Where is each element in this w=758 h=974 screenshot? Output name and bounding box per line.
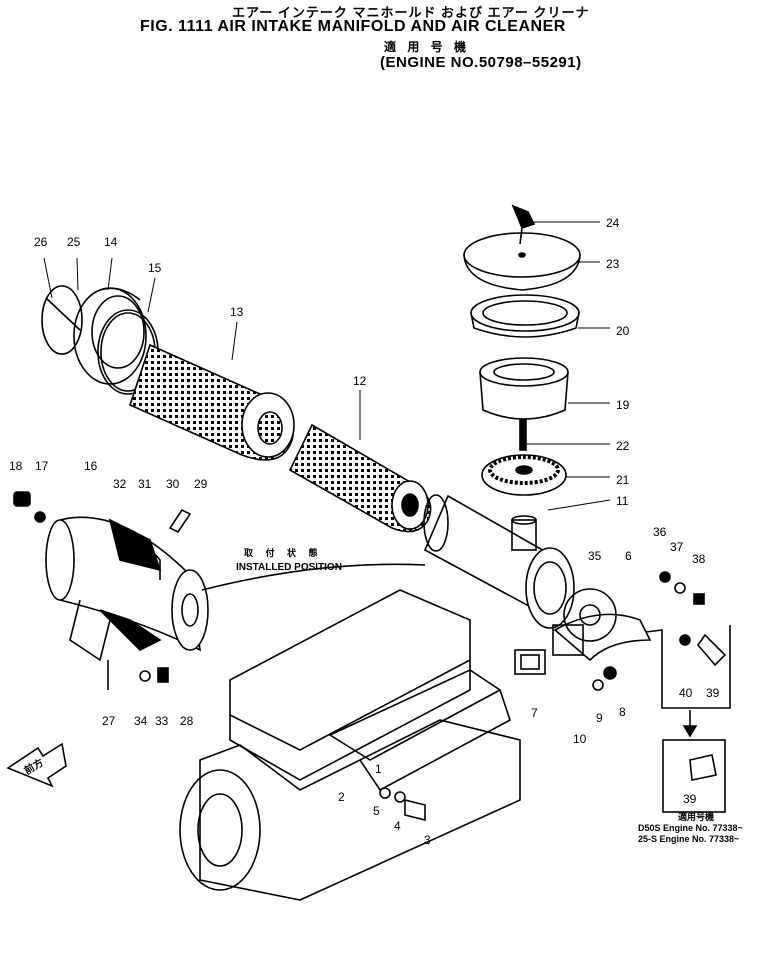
callout-13: 13 <box>230 305 244 319</box>
callout-36: 36 <box>653 525 667 539</box>
installed-position-jp: 取 付 状 態 <box>244 547 323 558</box>
outer-element-part <box>129 343 295 461</box>
installed-position-label: INSTALLED POSITION <box>236 562 342 573</box>
cap-screw-part <box>13 491 31 507</box>
cap-gasket-part <box>470 294 580 338</box>
vane-ring-part <box>481 454 567 496</box>
callout-33: 33 <box>155 714 169 728</box>
callout-4: 4 <box>394 819 401 833</box>
callout-9: 9 <box>596 711 603 725</box>
callout-2: 2 <box>338 790 345 804</box>
callout-1: 1 <box>375 762 382 776</box>
callout-7: 7 <box>531 706 538 720</box>
installed-position-leader <box>201 563 426 591</box>
callout-10: 10 <box>573 732 587 746</box>
callout-25: 25 <box>67 235 81 249</box>
bolt-part <box>168 508 192 534</box>
callout-12: 12 <box>353 374 367 388</box>
callout-26: 26 <box>34 235 48 249</box>
callout-16: 16 <box>84 459 98 473</box>
callout-27: 27 <box>102 714 116 728</box>
callout-24: 24 <box>606 216 620 230</box>
callout-8: 8 <box>619 705 626 719</box>
callout-32: 32 <box>113 477 127 491</box>
japanese-applicability-label: 適 用 号 機 <box>384 40 471 54</box>
callout-19: 19 <box>616 398 630 412</box>
callout-34: 34 <box>134 714 148 728</box>
front-arrow-icon <box>6 742 67 788</box>
mounting-bolt-part <box>139 667 169 683</box>
flange-gasket-part <box>563 588 617 642</box>
figure-title: FIG. 1111 AIR INTAKE MANIFOLD AND AIR CL… <box>140 18 566 35</box>
wing-nut-part <box>511 204 536 245</box>
callout-40: 40 <box>679 686 693 700</box>
dust-bowl-part <box>479 357 569 420</box>
applicability-line-1: D50S Engine No. 77338~ <box>638 823 743 833</box>
intake-manifold-part <box>328 669 511 792</box>
callout-31: 31 <box>138 477 152 491</box>
stud-part <box>519 419 527 451</box>
installed-air-cleaner <box>423 494 575 629</box>
callout-30: 30 <box>166 477 180 491</box>
cover-part <box>73 287 147 385</box>
washer-part <box>34 511 46 523</box>
callout-39: 39 <box>706 686 720 700</box>
callout-18: 18 <box>9 459 23 473</box>
callout-15: 15 <box>148 261 162 275</box>
callout-14: 14 <box>104 235 118 249</box>
callout-3: 3 <box>424 833 431 847</box>
callout-20: 20 <box>616 324 630 338</box>
engine-number-range: (ENGINE NO.50798–55291) <box>380 54 582 71</box>
callout-38: 38 <box>692 552 706 566</box>
callout-29: 29 <box>194 477 208 491</box>
engine-block <box>179 589 521 901</box>
manifold-gasket-part <box>514 649 546 675</box>
front-arrow-label: 前方 <box>22 756 46 777</box>
applicability-box-title: 適用号機 <box>678 811 714 822</box>
indicator-variant-box <box>662 710 726 813</box>
precleaner-cap-part <box>463 232 581 291</box>
callout-11: 11 <box>616 494 629 508</box>
callout-23: 23 <box>606 257 620 271</box>
callout-21: 21 <box>616 473 630 487</box>
callout-37: 37 <box>670 540 684 554</box>
manifold-bolts-part <box>379 666 617 822</box>
callout-39-variant: 39 <box>683 792 697 806</box>
callout-6: 6 <box>625 549 632 563</box>
air-cleaner-body-part <box>45 516 209 690</box>
callout-28: 28 <box>180 714 194 728</box>
japanese-title: エアー インテーク マニホールド および エアー クリーナ <box>232 5 590 20</box>
callout-35: 35 <box>588 549 602 563</box>
callout-5: 5 <box>373 804 380 818</box>
callout-17: 17 <box>35 459 49 473</box>
leader-lines <box>43 221 611 511</box>
callout-22: 22 <box>616 439 630 453</box>
inner-element-part <box>288 423 432 533</box>
service-indicator-part <box>645 571 731 709</box>
applicability-line-2: 25-S Engine No. 77338~ <box>638 834 739 844</box>
